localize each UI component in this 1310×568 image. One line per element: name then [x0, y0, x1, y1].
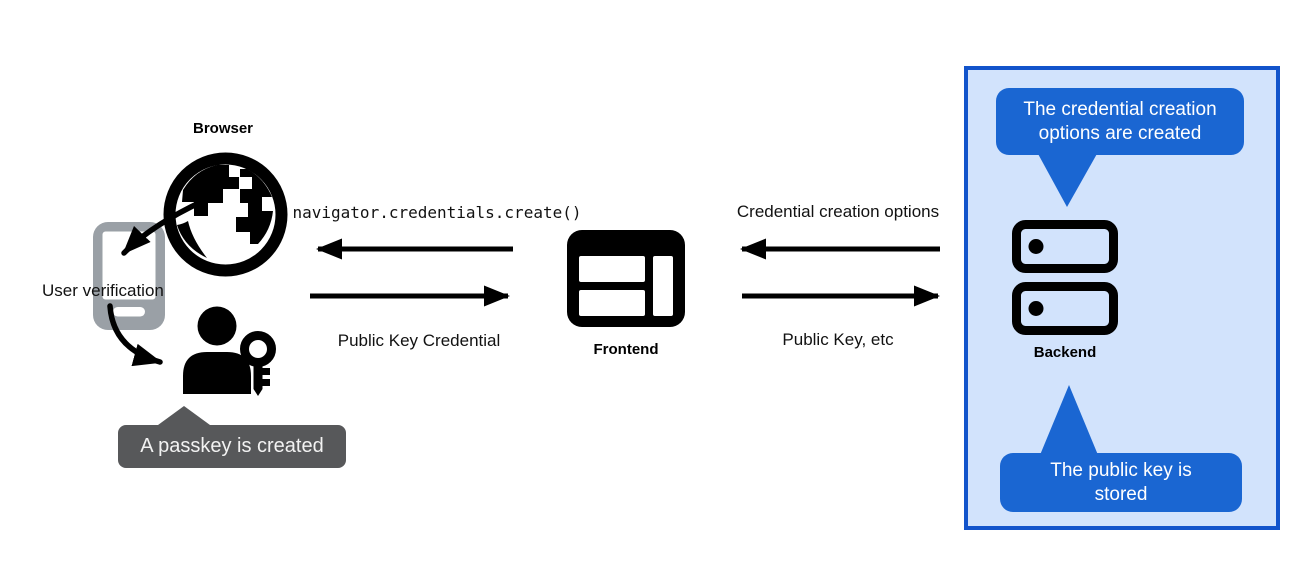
key-shaft: [253, 361, 270, 396]
server-unit-bottom: [1012, 282, 1118, 335]
options-created-callout-tail: [1037, 152, 1098, 207]
server-unit-top: [1012, 220, 1118, 273]
options-created-callout: The credential creation options are crea…: [996, 88, 1244, 155]
person-body: [183, 352, 251, 394]
server-led-bottom: [1028, 301, 1044, 316]
navigator-create-message: navigator.credentials.create(): [292, 203, 582, 222]
window-sidebar: [653, 256, 673, 316]
frontend-label: Frontend: [593, 341, 659, 358]
user-verification-label: User verification: [42, 281, 164, 300]
options-created-callout-text: The credential creation options are crea…: [1023, 98, 1217, 144]
phone-icon: [93, 222, 165, 330]
passkey-created-callout: A passkey is created: [118, 406, 346, 468]
passkey-created-callout-tail: [158, 406, 210, 425]
globe-icon: [163, 152, 288, 277]
public-key-credential-message: Public Key Credential: [337, 331, 501, 350]
public-key-stored-callout: The public key is stored: [1000, 453, 1242, 512]
person-with-key-icon: [183, 306, 276, 396]
public-key-etc-message: Public Key, etc: [782, 330, 894, 349]
window-row-2: [579, 290, 645, 316]
public-key-stored-callout-text: The public key is stored: [1050, 459, 1192, 505]
key-head: [240, 331, 276, 367]
credential-creation-options-message: Credential creation options: [736, 202, 940, 221]
globe-landmass-right: [236, 169, 273, 244]
server-stack-icon: [1012, 220, 1118, 335]
window-row-1: [579, 256, 645, 282]
backend-label: Backend: [1033, 344, 1097, 361]
server-led-top: [1028, 239, 1044, 254]
passkey-created-callout-text: A passkey is created: [140, 435, 324, 457]
person-head: [197, 306, 237, 346]
browser-label: Browser: [192, 120, 254, 137]
public-key-stored-callout-tail: [1040, 385, 1098, 455]
phone-home-bar: [113, 307, 145, 317]
browser-window-icon: [567, 230, 685, 327]
